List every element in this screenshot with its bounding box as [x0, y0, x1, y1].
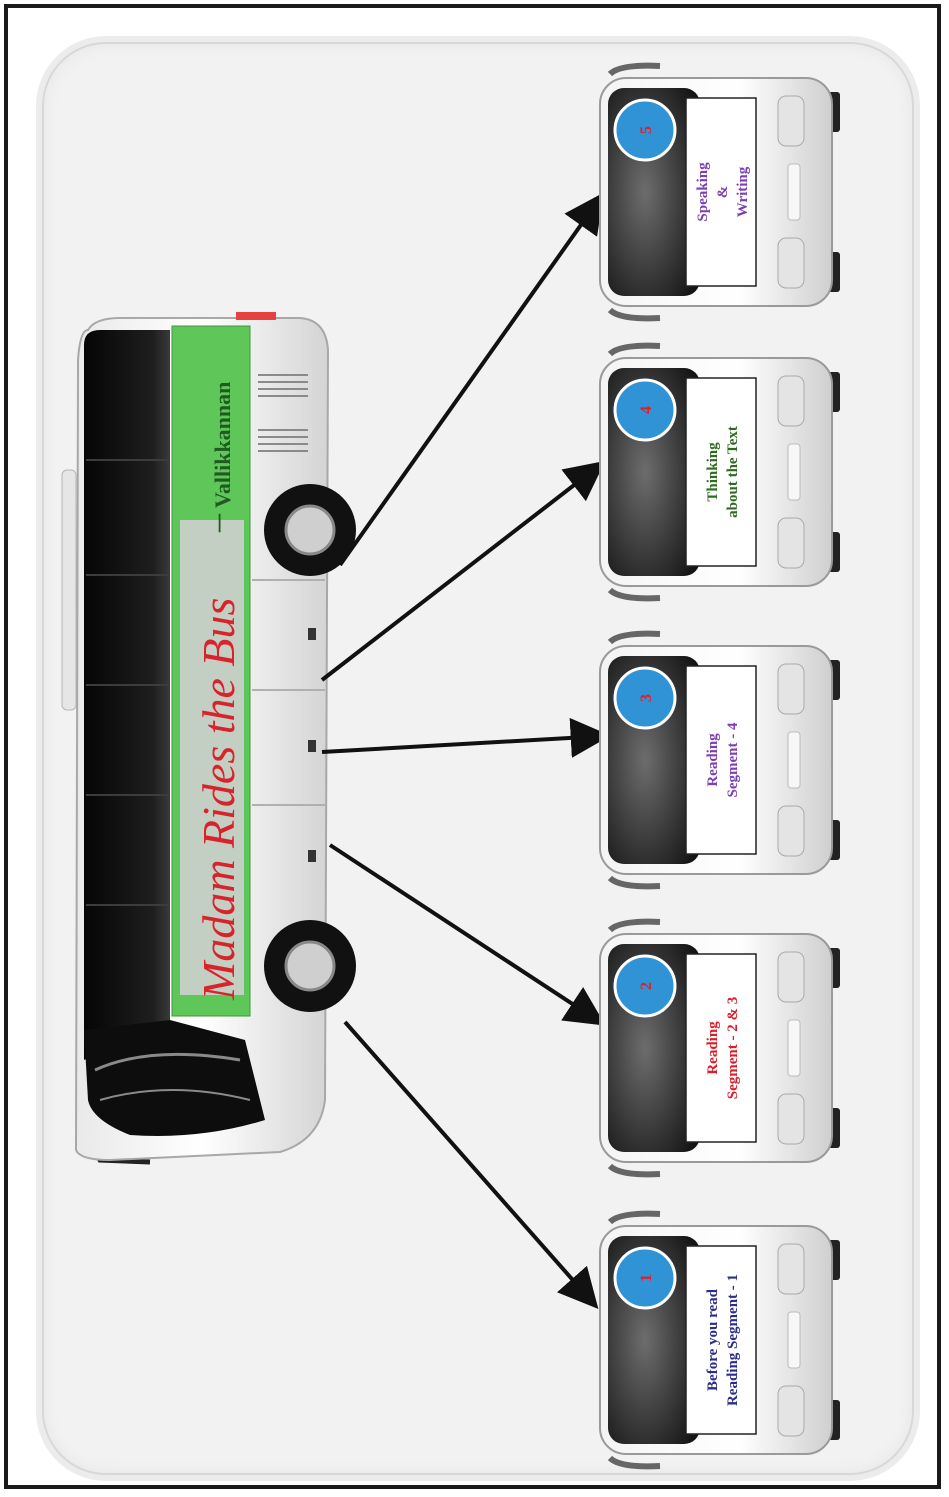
stop-label-line: about the Text — [725, 426, 741, 518]
headlight — [778, 806, 804, 856]
stop-label-line: Segment - 4 — [725, 722, 741, 797]
stop-sign-board — [686, 666, 756, 854]
stop-sign-board — [686, 1246, 756, 1434]
headlight — [778, 96, 804, 146]
grille — [788, 1312, 800, 1368]
grille — [788, 732, 800, 788]
stop-label-line: & — [715, 186, 731, 199]
mirror-bottom — [610, 590, 660, 598]
stop-label-line: Thinking — [705, 442, 721, 502]
arrow-to-stop-1 — [345, 1022, 594, 1304]
stop-number: 2 — [638, 982, 655, 990]
mirror-bottom — [610, 1166, 660, 1174]
stop-label-line: Reading — [705, 1021, 721, 1075]
front-wheel — [264, 920, 356, 1012]
stop-bus-5: Speaking&Writing 5 — [600, 66, 840, 319]
stop-label-line: Reading — [705, 733, 721, 787]
tail-light — [236, 312, 276, 320]
bus-title: Madam Rides the Bus — [193, 598, 244, 1001]
stop-label-line: Before you read — [705, 1288, 721, 1391]
grille — [788, 444, 800, 500]
mirror-bottom — [610, 878, 660, 886]
mirror-top — [610, 66, 660, 74]
headlight — [778, 952, 804, 1002]
stop-number: 4 — [638, 406, 655, 414]
headlight — [778, 1386, 804, 1436]
arrow-to-stop-4 — [322, 465, 600, 680]
stop-label-line: Reading Segment - 1 — [725, 1274, 741, 1406]
headlight — [778, 664, 804, 714]
stop-number: 5 — [638, 126, 655, 134]
headlight — [778, 238, 804, 288]
headlight — [778, 518, 804, 568]
stop-label-line: Segment - 2 & 3 — [725, 997, 741, 1099]
mirror-top — [610, 346, 660, 354]
mirror-top — [610, 1214, 660, 1222]
mirror-top — [610, 634, 660, 642]
stop-number: 3 — [638, 694, 655, 702]
mirror-top — [610, 922, 660, 930]
main-bus: Madam Rides the Bus – Vallikkannan — [62, 312, 356, 1162]
roof-unit — [62, 470, 76, 710]
headlight — [778, 1244, 804, 1294]
mirror-bottom — [610, 310, 660, 318]
headlight — [778, 1094, 804, 1144]
arrow-to-stop-2 — [330, 845, 600, 1022]
bus-windows — [84, 330, 170, 1060]
grille — [788, 164, 800, 220]
mirror-bottom — [610, 1458, 660, 1466]
arrows — [322, 198, 604, 1304]
arrow-to-stop-5 — [340, 198, 600, 565]
bus-title-dash: – — [196, 513, 236, 533]
stop-label-line: Speaking — [695, 162, 711, 222]
stop-number: 1 — [638, 1274, 655, 1282]
stop-sign-board — [686, 954, 756, 1142]
headlight — [778, 376, 804, 426]
bus-author: Vallikkannan — [210, 382, 235, 508]
stop-label-line: Writing — [735, 166, 751, 217]
stop-sign-board — [686, 378, 756, 566]
grille — [788, 1020, 800, 1076]
arrow-to-stop-3 — [322, 736, 604, 752]
